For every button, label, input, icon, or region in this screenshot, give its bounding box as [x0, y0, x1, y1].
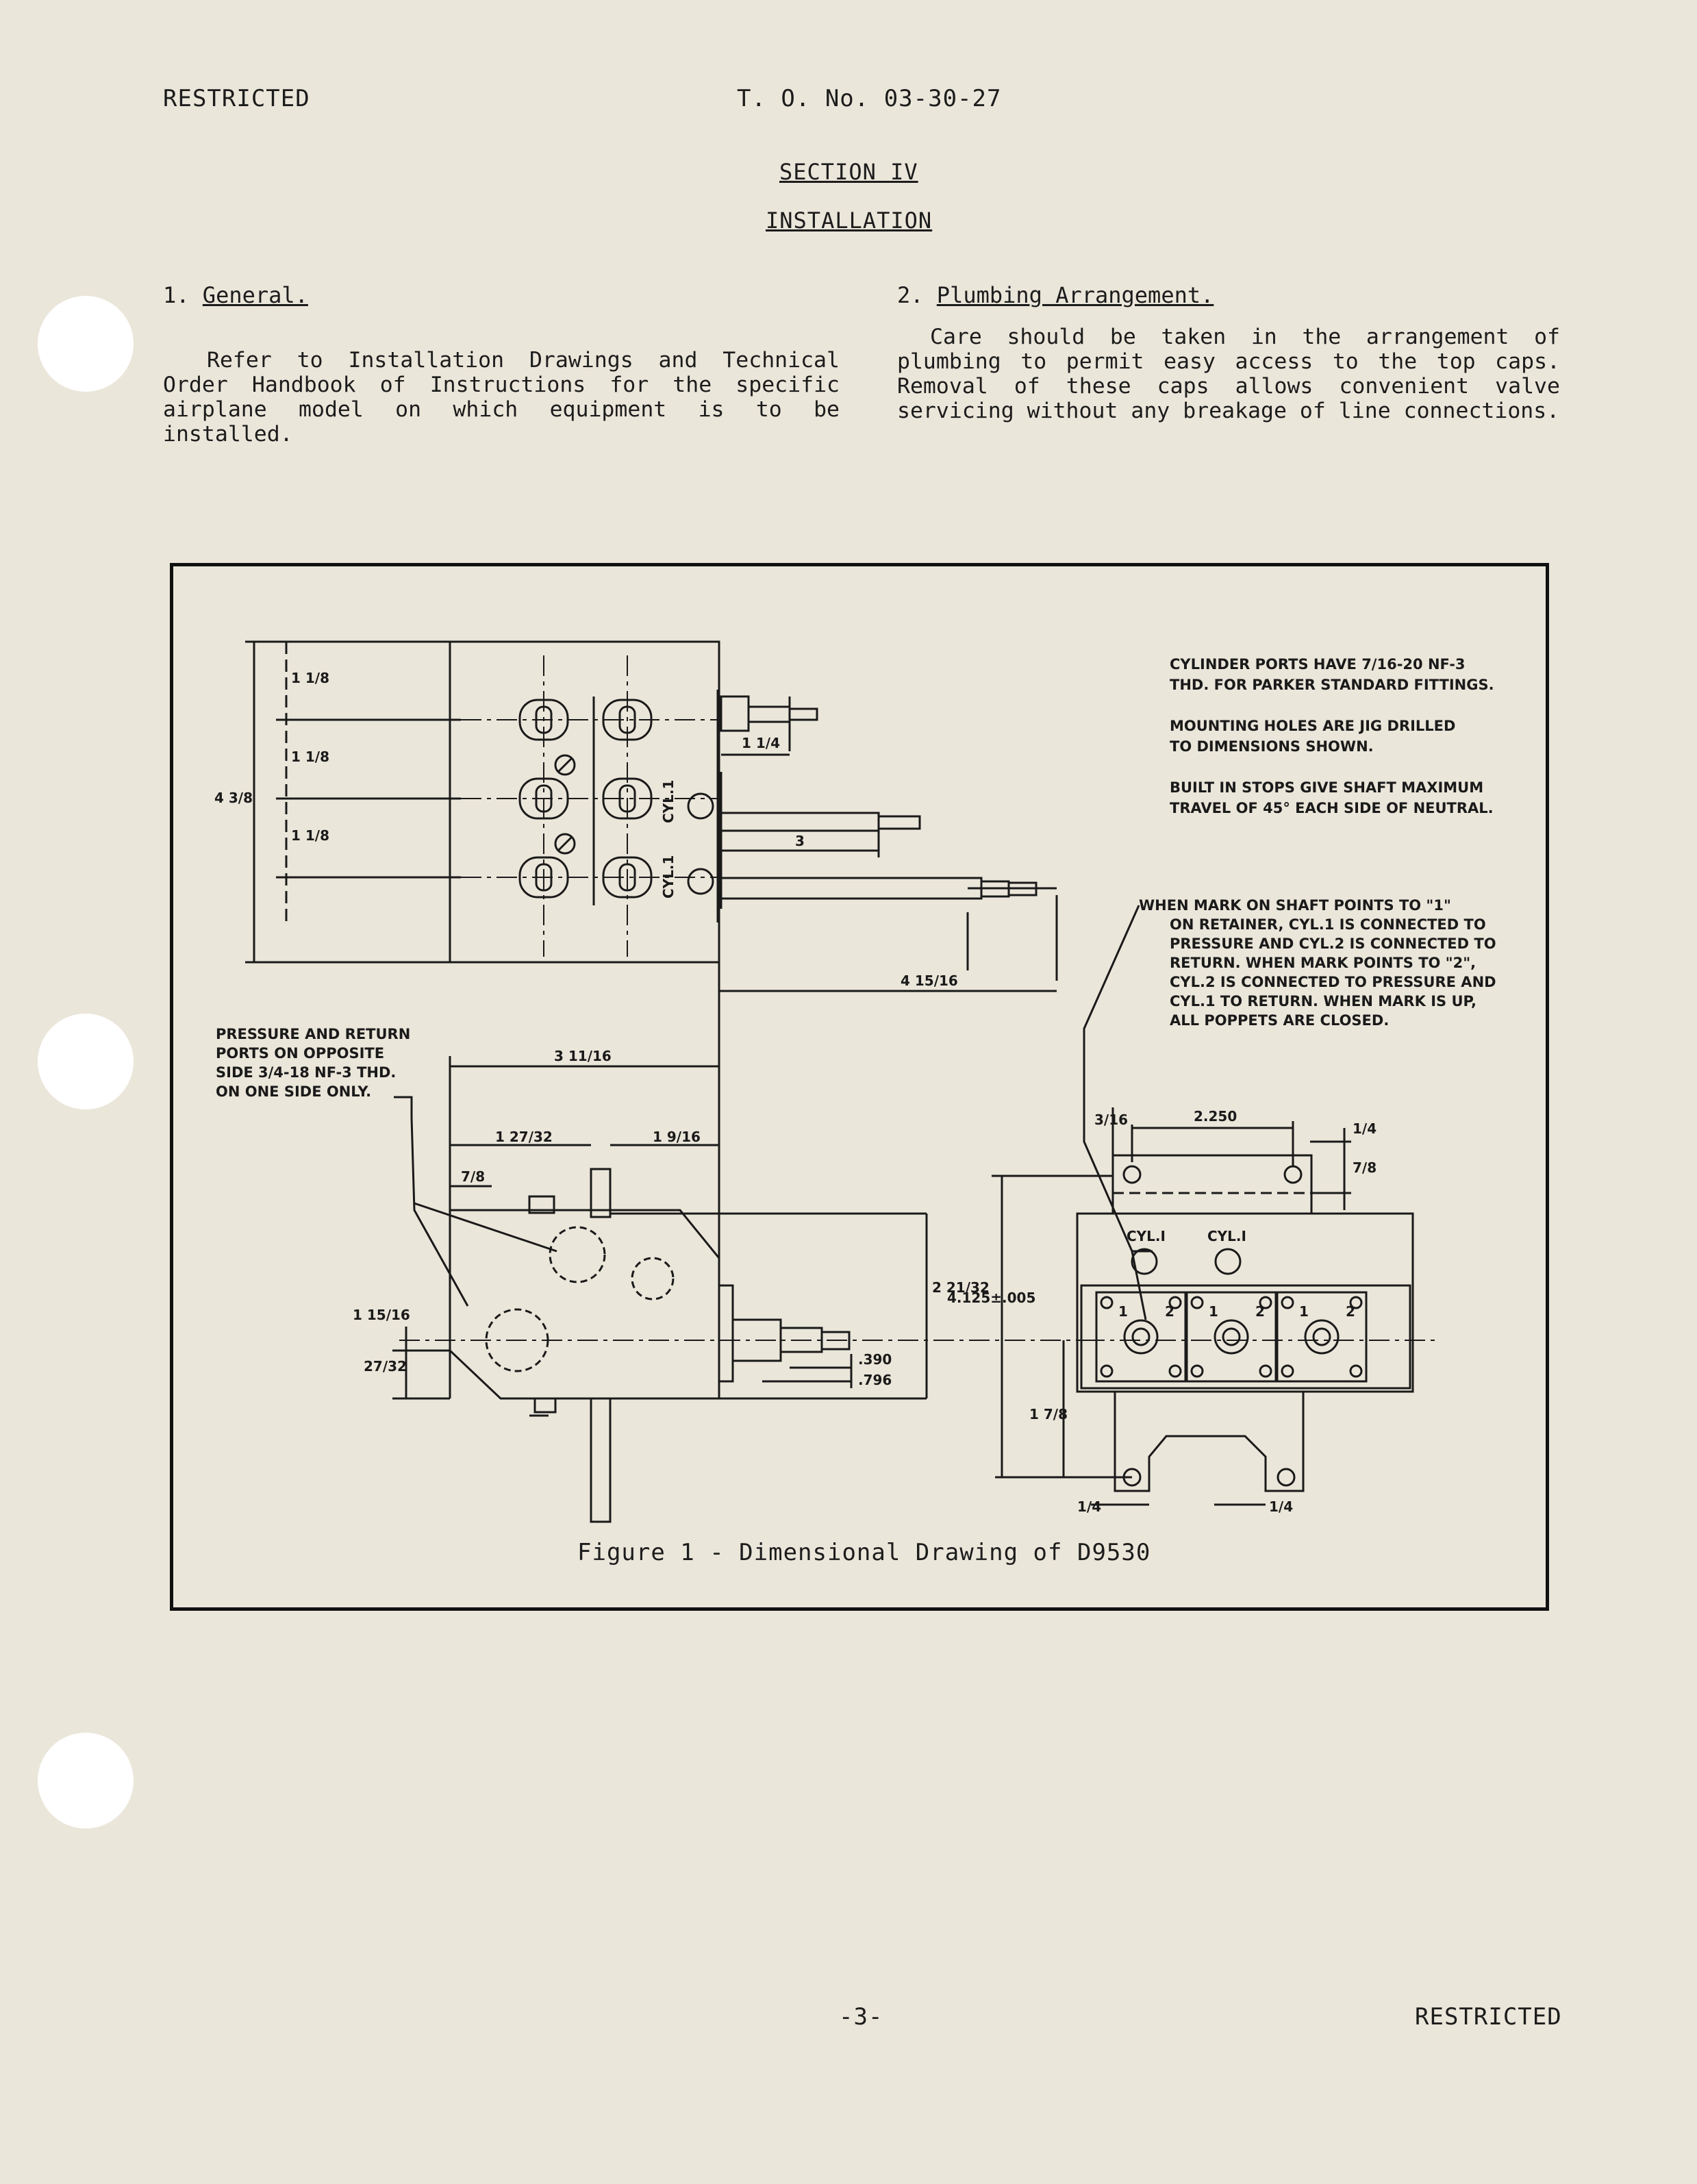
dim-overall-width: 4 15/16: [901, 972, 958, 989]
note-shaft-mark-3: PRESSURE AND CYL.2 IS CONNECTED TO: [1170, 936, 1496, 952]
dim-side-27-32: 1 27/32: [495, 1129, 553, 1145]
figure-caption: Figure 1 - Dimensional Drawing of D9530: [577, 1539, 1151, 1566]
side-view-body: [449, 1209, 720, 1400]
punch-hole-top: [38, 296, 134, 392]
plumbing-body: Care should be taken in the arrangement …: [897, 325, 1560, 423]
top-caps: [518, 696, 653, 905]
dim-body-width: 3 11/16: [554, 1048, 612, 1064]
note-mounting-holes-2: TO DIMENSIONS SHOWN.: [1170, 738, 1374, 755]
general-heading: 1. General.: [163, 282, 308, 308]
front-ports: [1095, 1291, 1368, 1383]
note-pressure-ports-4: ON ONE SIDE ONLY.: [216, 1083, 371, 1100]
dim-front-7-8: 7/8: [1353, 1159, 1377, 1176]
general-heading-text: General.: [202, 282, 308, 308]
plumbing-heading-text: Plumbing Arrangement.: [936, 282, 1214, 308]
dim-side-27-32-low: 27/32: [364, 1358, 407, 1375]
punch-hole-bottom: [38, 1733, 134, 1829]
dim-front-1-4-b: 1/4: [1269, 1498, 1293, 1515]
section-title: INSTALLATION: [766, 208, 933, 234]
shafts: [720, 695, 1038, 909]
plumbing-heading: 2. Plumbing Arrangement.: [897, 282, 1214, 308]
dim-top-a: 1 1/8: [291, 670, 329, 686]
note-cylinder-ports-1: CYLINDER PORTS HAVE 7/16-20 NF-3: [1170, 656, 1466, 673]
label-port-1b: 1: [1209, 1303, 1218, 1320]
note-mounting-holes-1: MOUNTING HOLES ARE JIG DRILLED: [1170, 718, 1455, 734]
footer-classification: RESTRICTED: [1415, 2003, 1562, 2031]
dim-front-1-7-8: 1 7/8: [1029, 1406, 1068, 1422]
dim-side-7-8: 7/8: [461, 1168, 485, 1185]
section-number: SECTION IV: [779, 159, 918, 185]
label-port-1c: 1: [1299, 1303, 1309, 1320]
note-shaft-mark-1: WHEN MARK ON SHAFT POINTS TO "1": [1139, 897, 1451, 914]
dim-front-4125: 4.125±.005: [947, 1290, 1035, 1306]
dim-front-3-16: 3/16: [1094, 1112, 1128, 1128]
label-cyl-top-1: CYL.1: [660, 780, 677, 823]
dim-shaft-3: 3: [795, 833, 805, 849]
header-document-number: T. O. No. 03-30-27: [737, 85, 1002, 112]
label-port-2a: 2: [1165, 1303, 1174, 1320]
note-shaft-mark-6: CYL.1 TO RETURN. WHEN MARK IS UP,: [1170, 993, 1476, 1009]
label-port-2c: 2: [1346, 1303, 1355, 1320]
note-shaft-mark-7: ALL POPPETS ARE CLOSED.: [1170, 1012, 1389, 1029]
header-classification: RESTRICTED: [163, 85, 310, 112]
punch-hole-middle: [38, 1014, 134, 1109]
general-heading-number: 1.: [163, 282, 190, 308]
dim-front-1-4-top: 1/4: [1353, 1120, 1377, 1137]
general-body: Refer to Installation Drawings and Techn…: [163, 348, 840, 447]
label-port-1a: 1: [1118, 1303, 1128, 1320]
dim-side-390: .390: [858, 1351, 892, 1368]
note-shaft-mark-4: RETURN. WHEN MARK POINTS TO "2",: [1170, 955, 1476, 971]
note-shaft-mark-5: CYL.2 IS CONNECTED TO PRESSURE AND: [1170, 974, 1496, 990]
page-number: -3-: [839, 2003, 883, 2031]
note-pressure-ports-1: PRESSURE AND RETURN: [216, 1026, 410, 1042]
dim-front-1-4-a: 1/4: [1077, 1498, 1101, 1515]
dim-height: 4 3/8: [214, 790, 253, 806]
dim-top-b: 1 1/8: [291, 749, 329, 765]
note-cylinder-ports-2: THD. FOR PARKER STANDARD FITTINGS.: [1170, 677, 1494, 693]
note-pressure-ports-2: PORTS ON OPPOSITE: [216, 1045, 384, 1062]
note-shaft-mark-2: ON RETAINER, CYL.1 IS CONNECTED TO: [1170, 916, 1486, 933]
note-stops-1: BUILT IN STOPS GIVE SHAFT MAXIMUM: [1170, 779, 1483, 796]
top-view-body: [449, 640, 720, 964]
plumbing-heading-number: 2.: [897, 282, 924, 308]
dim-front-2250: 2.250: [1194, 1108, 1237, 1125]
label-cyl-front-2: CYL.I: [1207, 1228, 1246, 1244]
label-port-2b: 2: [1255, 1303, 1265, 1320]
dim-top-c: 1 1/8: [291, 827, 329, 844]
note-stops-2: TRAVEL OF 45° EACH SIDE OF NEUTRAL.: [1170, 800, 1494, 816]
dim-side-1-15-16: 1 15/16: [353, 1307, 410, 1323]
dim-side-9-16: 1 9/16: [653, 1129, 701, 1145]
note-pressure-ports-3: SIDE 3/4-18 NF-3 THD.: [216, 1064, 396, 1081]
label-cyl-top-2: CYL.1: [660, 855, 677, 899]
dim-side-796: .796: [858, 1372, 892, 1388]
figure-frame: CYLINDER PORTS HAVE 7/16-20 NF-3 THD. FO…: [170, 563, 1549, 1611]
label-cyl-front-1: CYL.I: [1127, 1228, 1166, 1244]
dimensional-drawing: CYLINDER PORTS HAVE 7/16-20 NF-3 THD. FO…: [214, 640, 1496, 1523]
dim-shaft-1-4: 1 1/4: [742, 735, 780, 751]
dim-side-2-21-32: 2 21/32: [932, 1279, 990, 1296]
